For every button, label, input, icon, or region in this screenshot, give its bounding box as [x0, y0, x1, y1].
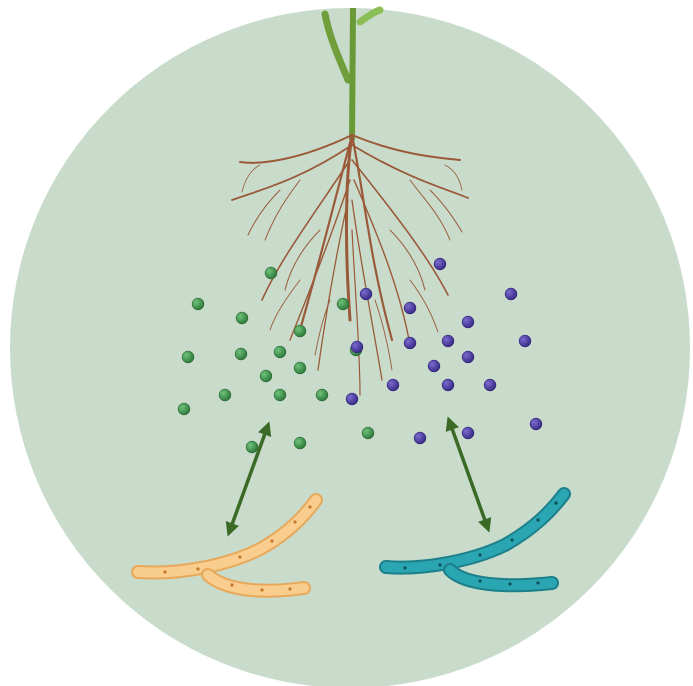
root-microbe-diagram	[0, 0, 693, 686]
diagram-canvas	[0, 0, 693, 686]
